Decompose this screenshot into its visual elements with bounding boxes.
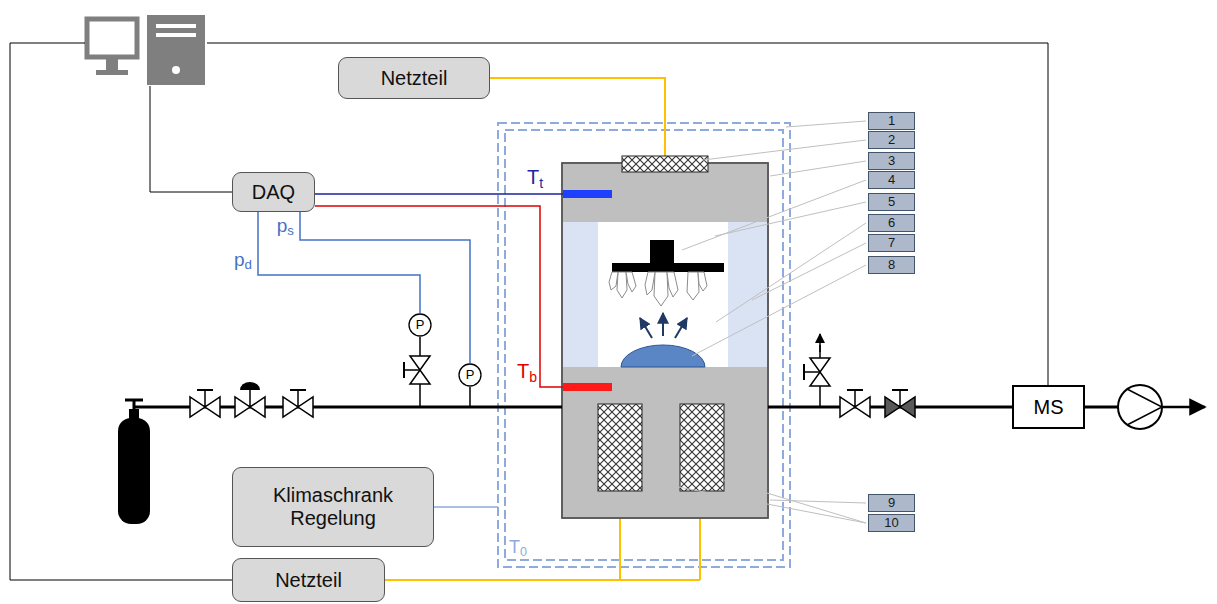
callout-number: 7 — [888, 236, 895, 251]
vent-arrow — [819, 334, 821, 352]
node-label: Netzteil — [275, 569, 342, 592]
pressure-gauge: P — [458, 363, 482, 387]
gas-cylinder — [118, 400, 150, 524]
valves — [190, 356, 915, 417]
valve-handle — [403, 362, 405, 378]
bottom-heater — [680, 404, 724, 491]
callout-number: 5 — [888, 195, 895, 210]
node-label: Klimaschrank Regelung — [233, 484, 433, 530]
valve-handle — [847, 389, 863, 391]
emission-arrow — [640, 313, 687, 338]
sample-holder — [612, 240, 724, 272]
leader-line — [642, 121, 866, 523]
valve-handle — [803, 364, 805, 380]
chamber-temperature-label: T0 — [509, 538, 527, 560]
callout-number: 7 — [868, 234, 915, 252]
node-label: Netzteil — [381, 67, 448, 90]
callout-number: 5 — [868, 193, 915, 211]
sensor-label: Tb — [517, 360, 537, 385]
temperature-sensor — [563, 383, 612, 391]
power-supply: Netzteil — [232, 558, 385, 602]
valve-handle — [892, 389, 908, 391]
valve-handle — [197, 389, 213, 391]
valve-stem — [854, 390, 856, 407]
signal-label: ps — [277, 216, 294, 239]
crystals — [609, 272, 707, 306]
valve-actuator — [240, 382, 260, 390]
sensor-label: Tt — [527, 166, 543, 191]
callout-number: 9 — [888, 496, 895, 511]
callout-number: 8 — [868, 256, 915, 274]
power-supply: Netzteil — [338, 57, 490, 99]
node-label: MS — [1034, 396, 1064, 419]
pressure-signal-wire — [300, 212, 470, 363]
signal-wire — [10, 43, 1048, 580]
callout-number: 8 — [888, 258, 895, 273]
callout-number: 6 — [868, 214, 915, 232]
pressure-signal-wire — [258, 212, 420, 313]
callout-number: 3 — [888, 154, 895, 169]
callout-number: 3 — [868, 152, 915, 170]
callout-number: 2 — [888, 133, 895, 148]
vacuum-pump — [1118, 385, 1205, 429]
valve-stem — [297, 390, 299, 407]
bottom-heater — [598, 404, 642, 491]
signal-label: pd — [234, 250, 252, 273]
callout-number: 2 — [868, 131, 915, 149]
callout-number: 9 — [868, 494, 915, 512]
callout-number: 10 — [884, 516, 898, 531]
daq-box: DAQ — [232, 172, 315, 212]
valve-stem — [204, 390, 206, 407]
callout-number: 1 — [888, 114, 895, 129]
callout-number: 4 — [888, 173, 895, 188]
measurement-cell — [562, 163, 768, 518]
computer-icon — [87, 15, 205, 85]
valve-stem — [804, 371, 820, 373]
node-label: P — [416, 318, 425, 333]
pressure-gauge: P — [408, 313, 432, 337]
callout-number: 4 — [868, 171, 915, 189]
valve-stem — [899, 390, 901, 407]
node-label: P — [466, 368, 475, 383]
temperature-sensor — [563, 190, 612, 198]
gas-pipe — [134, 337, 1118, 407]
top-heater — [622, 156, 708, 172]
callout-number: 6 — [888, 216, 895, 231]
callout-number: 1 — [868, 112, 915, 130]
valve-stem — [249, 390, 251, 407]
mass-spectrometer: MS — [1012, 385, 1085, 429]
node-label: DAQ — [252, 181, 295, 204]
temperature-wire — [315, 206, 563, 387]
valve-stem — [404, 369, 420, 371]
temperature-wire — [315, 193, 563, 195]
callout-number: 10 — [868, 514, 915, 532]
valve-handle — [290, 389, 306, 391]
climate-controller: Klimaschrank Regelung — [232, 467, 434, 547]
